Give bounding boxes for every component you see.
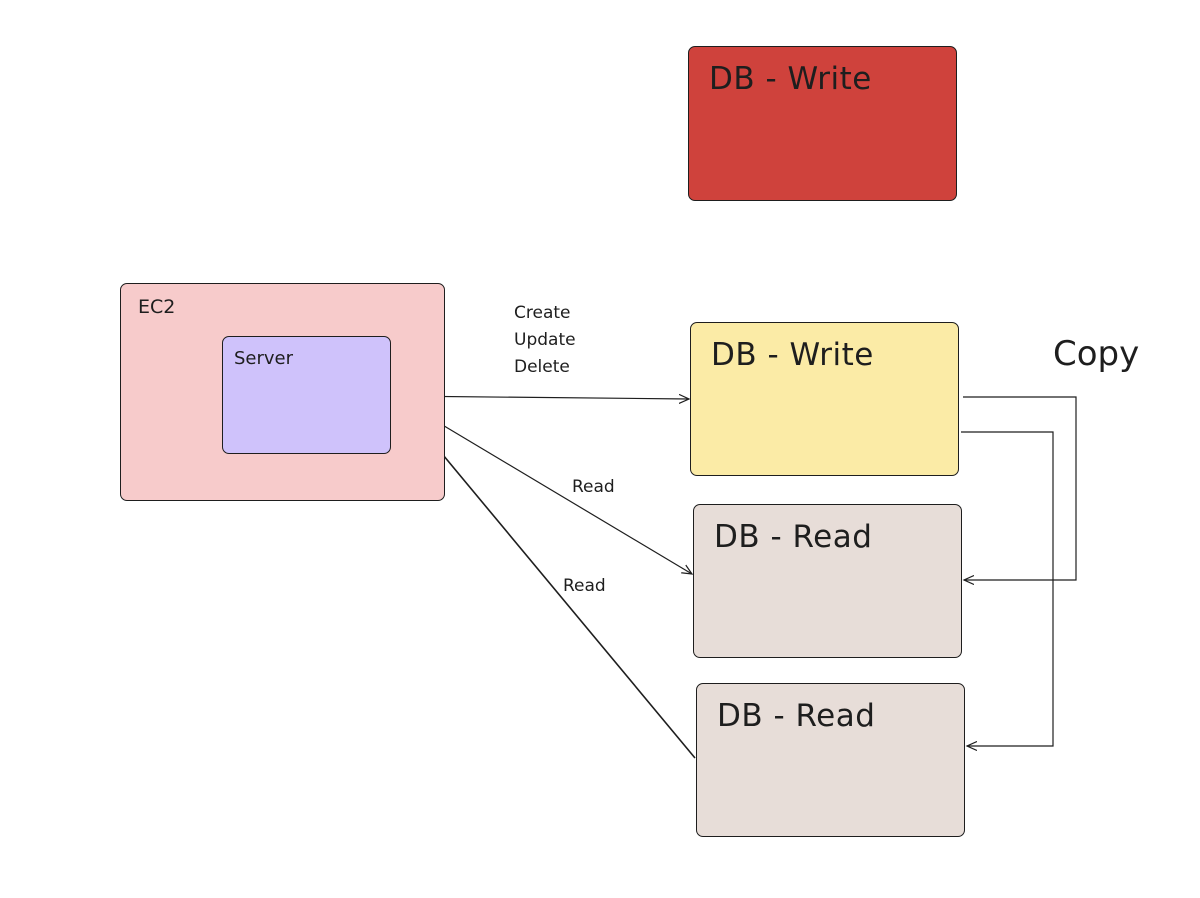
read-1-edge-label: Read [572, 477, 615, 497]
ec2-label: EC2 [138, 296, 176, 318]
db-read-1-label: DB - Read [714, 519, 873, 555]
write-op-create: Create [514, 303, 571, 323]
write-op-delete: Delete [514, 357, 570, 377]
server-label: Server [234, 348, 294, 369]
copy-edge-label: Copy [1053, 334, 1140, 374]
edge-copy-to-db-read-2 [961, 431, 1054, 746]
edge-copy-to-db-read-1 [963, 396, 1077, 580]
write-op-update: Update [514, 330, 576, 350]
write-operations-label: Create Update Delete [514, 300, 576, 381]
db-write-top-label: DB - Write [709, 61, 872, 97]
db-read-2-label: DB - Read [717, 698, 876, 734]
read-2-edge-label: Read [563, 576, 606, 596]
db-read-2-node[interactable]: DB - Read [696, 683, 965, 837]
db-write-main-node[interactable]: DB - Write [690, 322, 959, 476]
db-write-top-node[interactable]: DB - Write [688, 46, 957, 201]
db-write-main-label: DB - Write [711, 337, 874, 373]
server-node[interactable]: Server [222, 336, 391, 454]
db-read-1-node[interactable]: DB - Read [693, 504, 962, 658]
